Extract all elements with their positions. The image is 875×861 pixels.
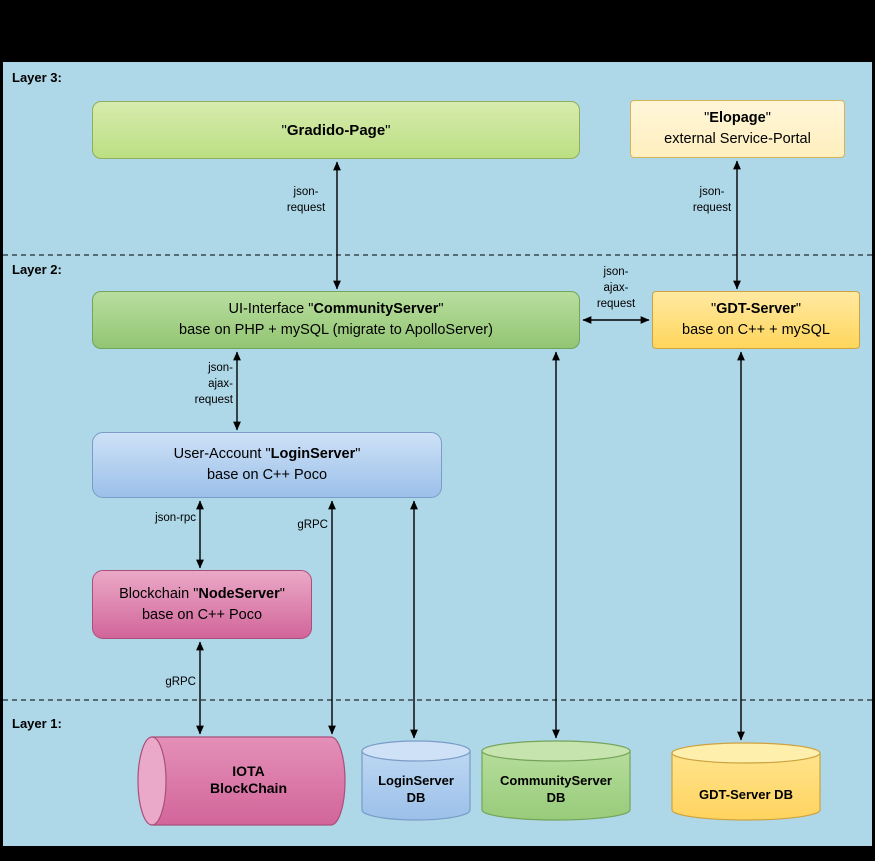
header-bar (0, 0, 875, 62)
gdtserver-db-label: GDT-Server DB (699, 787, 793, 802)
community-gdt-arrow-label: json- ajax- request (596, 266, 636, 310)
gradido-page-title: "Gradido-Page" (281, 121, 391, 139)
login-server-title: User-Account "LoginServer" (173, 446, 361, 462)
node-iota-arrow-label: gRPC (165, 676, 196, 688)
elopage-title: "Elopage" (704, 110, 771, 126)
elopage-gdt-arrow-label: json- request (692, 186, 732, 214)
login-iota-arrow-label: gRPC (297, 519, 328, 531)
login-server-subtitle: base on C++ Poco (206, 467, 328, 483)
node-server-subtitle: base on C++ Poco (141, 606, 263, 623)
node-server-name: NodeServer (198, 585, 280, 602)
gradido-page-box: "Gradido-Page" (92, 101, 580, 159)
elopage-box: "Elopage" external Service-Portal (630, 100, 845, 158)
gradido-community-arrow-label: json- request (286, 186, 326, 214)
node-server-title: Blockchain "NodeServer" (119, 585, 285, 602)
layer1-label: Layer 1: (12, 716, 62, 731)
community-server-title: UI-Interface "CommunityServer" (228, 301, 444, 317)
gdt-server-box: "GDT-Server" base on C++ + mySQL (652, 291, 860, 349)
elopage-name: Elopage (709, 110, 766, 126)
community-server-name: CommunityServer (313, 301, 439, 317)
gdt-server-name: GDT-Server (716, 301, 796, 317)
gradido-page-name: Gradido-Page (286, 121, 386, 139)
login-node-arrow-label: json-rpc (155, 512, 196, 524)
gdt-server-subtitle: base on C++ + mySQL (682, 322, 830, 338)
community-server-box: UI-Interface "CommunityServer" base on P… (92, 291, 580, 349)
communityserver-db-label: CommunityServer DB (500, 773, 612, 805)
loginserver-db-label: LoginServer DB (378, 773, 454, 805)
login-server-box: User-Account "LoginServer" base on C++ P… (92, 432, 442, 498)
gdt-server-title: "GDT-Server" (710, 301, 802, 317)
community-login-arrow-label: json- ajax- request (194, 362, 233, 406)
elopage-subtitle: external Service-Portal (664, 131, 811, 147)
iota-blockchain-label: IOTA BlockChain (209, 763, 287, 796)
community-server-subtitle: base on PHP + mySQL (migrate to ApolloSe… (179, 322, 493, 338)
layer3-label: Layer 3: (12, 70, 62, 85)
node-server-box: Blockchain "NodeServer" base on C++ Poco (92, 570, 312, 639)
layer2-label: Layer 2: (12, 262, 62, 277)
login-server-name: LoginServer (270, 446, 356, 462)
